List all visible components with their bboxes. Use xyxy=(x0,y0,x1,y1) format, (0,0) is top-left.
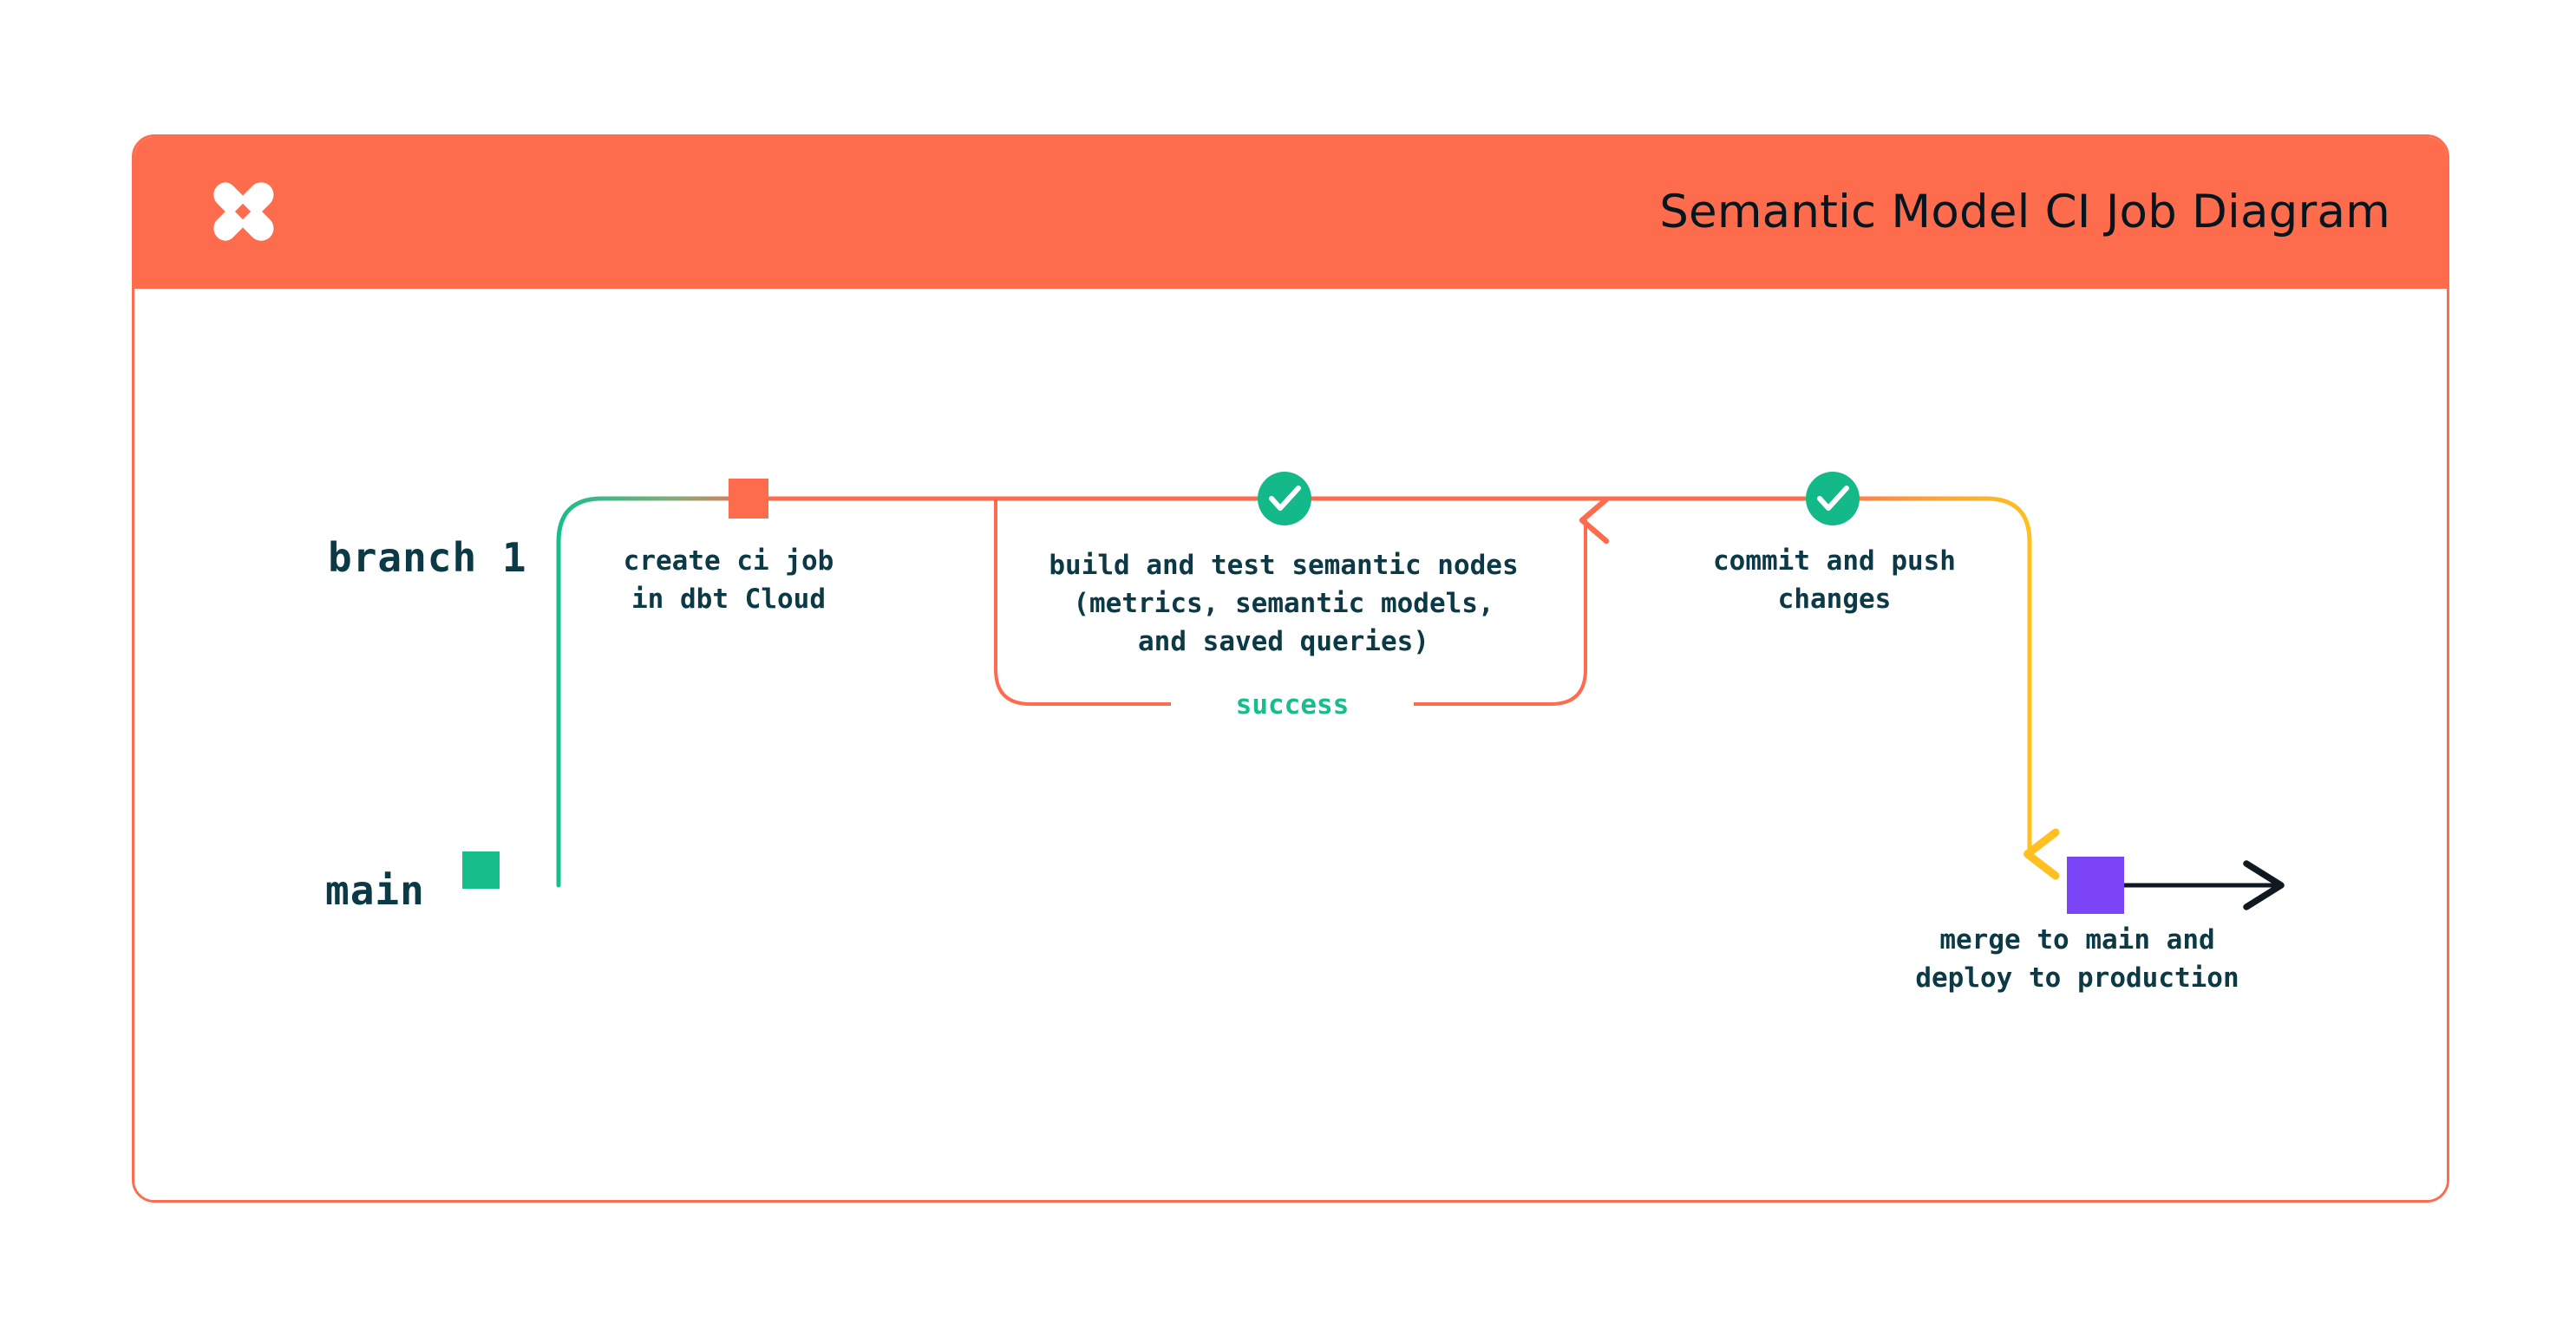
page-title: Semantic Model CI Job Diagram xyxy=(1659,185,2390,238)
commit-caption-create-ci-job: create ci job in dbt Cloud xyxy=(623,545,834,615)
commit-caption-build-and-test: build and test semantic nodes (metrics, … xyxy=(1049,550,1519,657)
card-header: Semantic Model CI Job Diagram xyxy=(134,137,2447,289)
success-loop-label: success xyxy=(1171,689,1414,721)
card-body xyxy=(134,289,2447,1200)
commit-caption-commit-and-push: commit and push changes xyxy=(1713,545,1956,615)
commit-caption-merge-to-main: merge to main and deploy to production xyxy=(1915,924,2239,994)
diagram-card: Semantic Model CI Job Diagram xyxy=(132,134,2449,1203)
row-label-branch-1: branch 1 xyxy=(328,534,527,581)
row-label-main: main xyxy=(325,867,425,914)
dbt-logo-icon xyxy=(203,172,283,251)
